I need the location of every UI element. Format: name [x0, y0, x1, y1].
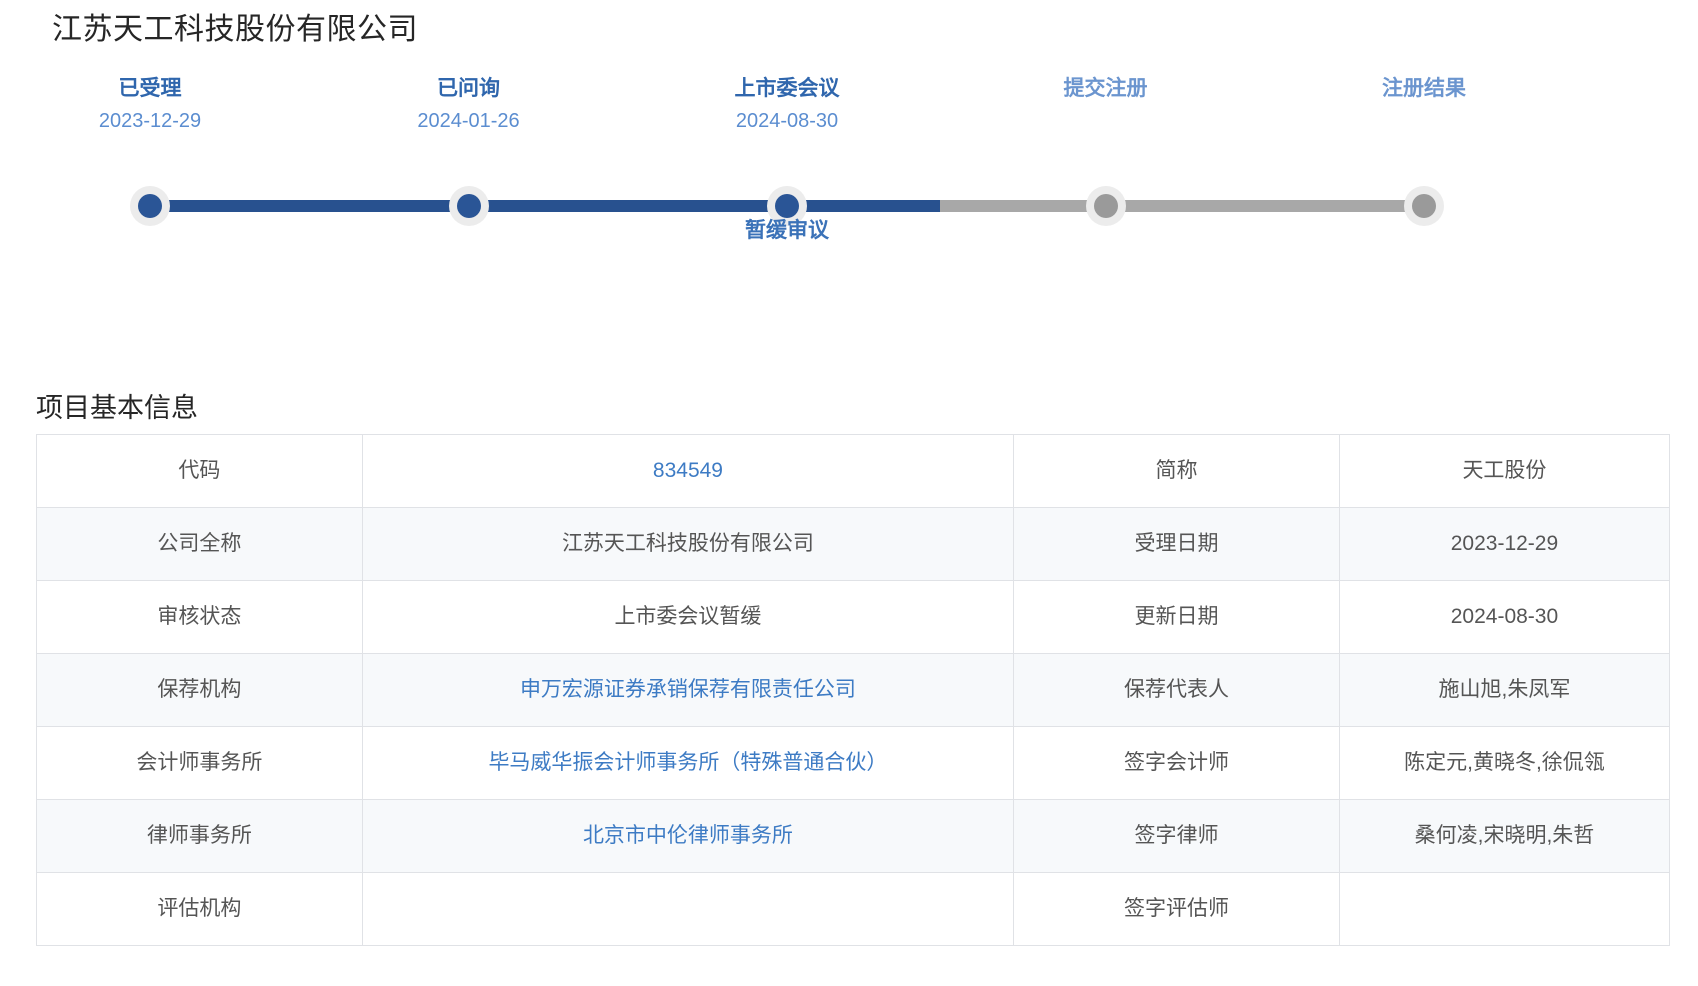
row-label-cell: 公司全称 — [36, 507, 363, 581]
stepper-step-date: 2024-08-30 — [735, 110, 839, 132]
table-row: 保荐机构 申万宏源证券承销保荐有限责任公司 保荐代表人施山旭,朱凤军 — [36, 653, 1671, 727]
row-value-cell — [361, 872, 1015, 946]
table-row: 律师事务所 北京市中伦律师事务所 签字律师桑何凌,宋晓明,朱哲 — [36, 799, 1671, 873]
row-label2-cell: 受理日期 — [1013, 507, 1340, 581]
stepper-step-label: 注册结果 — [1382, 77, 1466, 100]
stepper-step-4[interactable]: 提交注册 — [956, 74, 1256, 104]
row-value2-cell: 天工股份 — [1338, 434, 1671, 508]
row-value-cell: 上市委会议暂缓 — [361, 580, 1015, 654]
row-label-cell: 审核状态 — [36, 580, 363, 654]
table-row: 代码 834549 简称天工股份 — [36, 434, 1671, 508]
row-label2-cell: 简称 — [1013, 434, 1340, 508]
stepper-step-sublabel: 暂缓审议 — [745, 219, 829, 242]
table-row: 会计师事务所 毕马威华振会计师事务所（特殊普通合伙） 签字会计师陈定元,黄晓冬,徐侃… — [36, 726, 1671, 800]
stepper-node-3-completed[interactable] — [767, 186, 807, 226]
stepper-step-date: 2023-12-29 — [98, 110, 202, 132]
stepper-step-1[interactable]: 已受理 2023-12-29 — [0, 74, 300, 136]
stepper-rail — [130, 186, 1444, 226]
stepper-node-2-completed[interactable] — [448, 186, 489, 226]
row-label2-cell: 保荐代表人 — [1013, 653, 1340, 727]
row-value-cell-link[interactable]: 毕马威华振会计师事务所（特殊普通合伙） — [488, 751, 888, 774]
row-value-cell-link[interactable]: 申万宏源证券承销保荐有限责任公司 — [519, 678, 856, 701]
row-label-cell: 律师事务所 — [36, 799, 363, 873]
row-label2-cell: 签字律师 — [1013, 799, 1340, 873]
row-value2-cell: 陈定元,黄晓冬,徐侃瓴 — [1338, 726, 1671, 800]
table-row: 评估机构 签字评估师 — [36, 872, 1671, 946]
stepper-node-4-pending[interactable] — [1085, 186, 1126, 226]
review-progress-stepper: 已受理 2023-12-29 已问询 2024-01-26 上市委会议 2024-08-3… — [0, 74, 1698, 254]
row-label-cell: 会计师事务所 — [36, 726, 363, 800]
stepper-node-5-pending[interactable] — [1404, 186, 1444, 226]
row-value-cell: 江苏天工科技股份有限公司 — [361, 507, 1015, 581]
stepper-step-2[interactable]: 已问询 2024-01-26 — [319, 74, 619, 136]
stepper-step-label: 已受理 — [118, 77, 182, 100]
row-value-cell: 北京市中伦律师事务所 — [361, 799, 1015, 873]
row-label-cell: 保荐机构 — [36, 653, 363, 727]
row-value2-cell: 施山旭,朱凤军 — [1338, 653, 1671, 727]
row-label2-cell: 签字会计师 — [1013, 726, 1340, 800]
stepper-rail-progress — [150, 200, 940, 212]
row-value2-cell: 2024-08-30 — [1338, 580, 1671, 654]
row-label-cell: 评估机构 — [36, 872, 363, 946]
row-value-cell: 毕马威华振会计师事务所（特殊普通合伙） — [361, 726, 1015, 800]
stepper-step-5[interactable]: 注册结果 — [1274, 74, 1574, 104]
row-value2-cell — [1338, 872, 1671, 946]
row-value-cell: 834549 — [361, 434, 1015, 508]
stepper-step-label: 已问询 — [437, 77, 500, 100]
row-value2-cell: 桑何凌,宋晓明,朱哲 — [1338, 799, 1671, 873]
row-label2-cell: 签字评估师 — [1013, 872, 1340, 946]
row-label-cell: 代码 — [36, 434, 363, 508]
page-title: 江苏天工科技股份有限公司 — [52, 13, 418, 46]
row-value2-cell: 2023-12-29 — [1338, 507, 1671, 581]
row-value-cell: 申万宏源证券承销保荐有限责任公司 — [361, 653, 1015, 727]
stepper-step-label: 上市委会议 — [734, 77, 840, 100]
stepper-step-date: 2024-01-26 — [417, 110, 520, 132]
stepper-node-1-completed[interactable] — [130, 186, 170, 226]
row-label2-cell: 更新日期 — [1013, 580, 1340, 654]
stepper-step-3[interactable]: 上市委会议 2024-08-30 暂缓审议 — [637, 74, 937, 242]
row-value-cell-link[interactable]: 北京市中伦律师事务所 — [582, 824, 793, 847]
section-title-basic-info: 项目基本信息 — [36, 393, 198, 423]
stepper-step-label: 提交注册 — [1063, 77, 1148, 100]
row-value-cell-link[interactable]: 834549 — [652, 459, 723, 482]
